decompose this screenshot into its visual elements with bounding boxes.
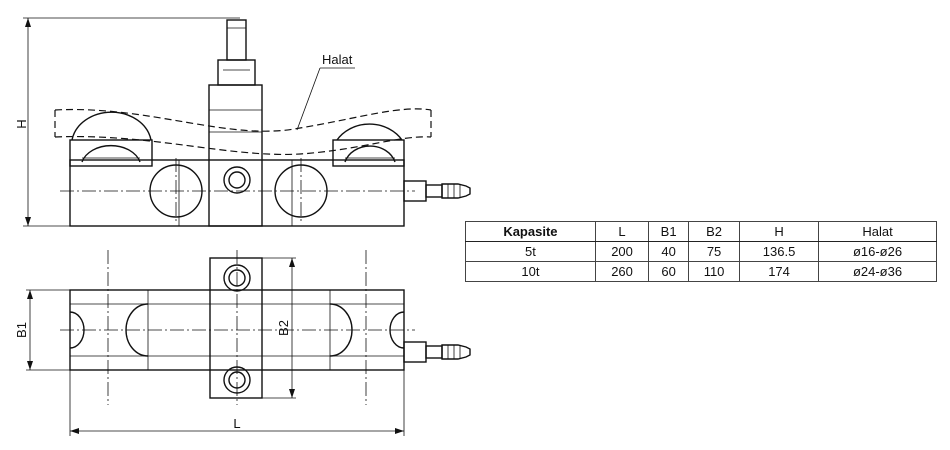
b2-dimension: B2 (262, 257, 296, 399)
table-cell: 40 (648, 241, 689, 262)
table-cell: 110 (687, 261, 741, 282)
table-row: 5t 200 40 75 136.5 ø16-ø26 (465, 241, 937, 262)
header-height: H (739, 221, 820, 242)
length-dimension: L (69, 370, 405, 436)
b2-label: B2 (276, 320, 291, 336)
rope-callout: Halat (296, 52, 355, 131)
table-cell: 260 (594, 261, 650, 282)
front-view: H (14, 17, 471, 227)
height-label: H (14, 119, 29, 128)
table-cell: 136.5 (739, 241, 820, 262)
table-cell: 10t (465, 261, 596, 282)
capacity-table: Kapasite L B1 B2 H Halat 5t 200 40 75 13… (465, 221, 937, 282)
table-cell: ø24-ø36 (818, 261, 937, 282)
table-cell: ø16-ø26 (818, 241, 937, 262)
rope-label: Halat (322, 52, 353, 67)
table-cell: 75 (687, 241, 741, 262)
header-b2: B2 (687, 221, 741, 242)
length-label: L (233, 416, 240, 431)
table-cell: 60 (648, 261, 689, 282)
table-row: 10t 260 60 110 174 ø24-ø36 (465, 261, 937, 282)
header-capacity: Kapasite (465, 221, 596, 242)
top-view: B1 B2 L (14, 250, 471, 436)
table-cell: 174 (739, 261, 820, 282)
b1-dimension: B1 (14, 289, 70, 371)
rope (54, 108, 432, 156)
height-dimension: H (14, 17, 240, 227)
cable-connector (403, 180, 471, 202)
table-header-row: Kapasite L B1 B2 H Halat (465, 221, 937, 242)
cable-connector-top (403, 341, 471, 363)
header-b1: B1 (648, 221, 689, 242)
b1-label: B1 (14, 322, 29, 338)
header-length: L (594, 221, 650, 242)
table-cell: 5t (465, 241, 596, 262)
header-rope: Halat (818, 221, 937, 242)
table-cell: 200 (594, 241, 650, 262)
